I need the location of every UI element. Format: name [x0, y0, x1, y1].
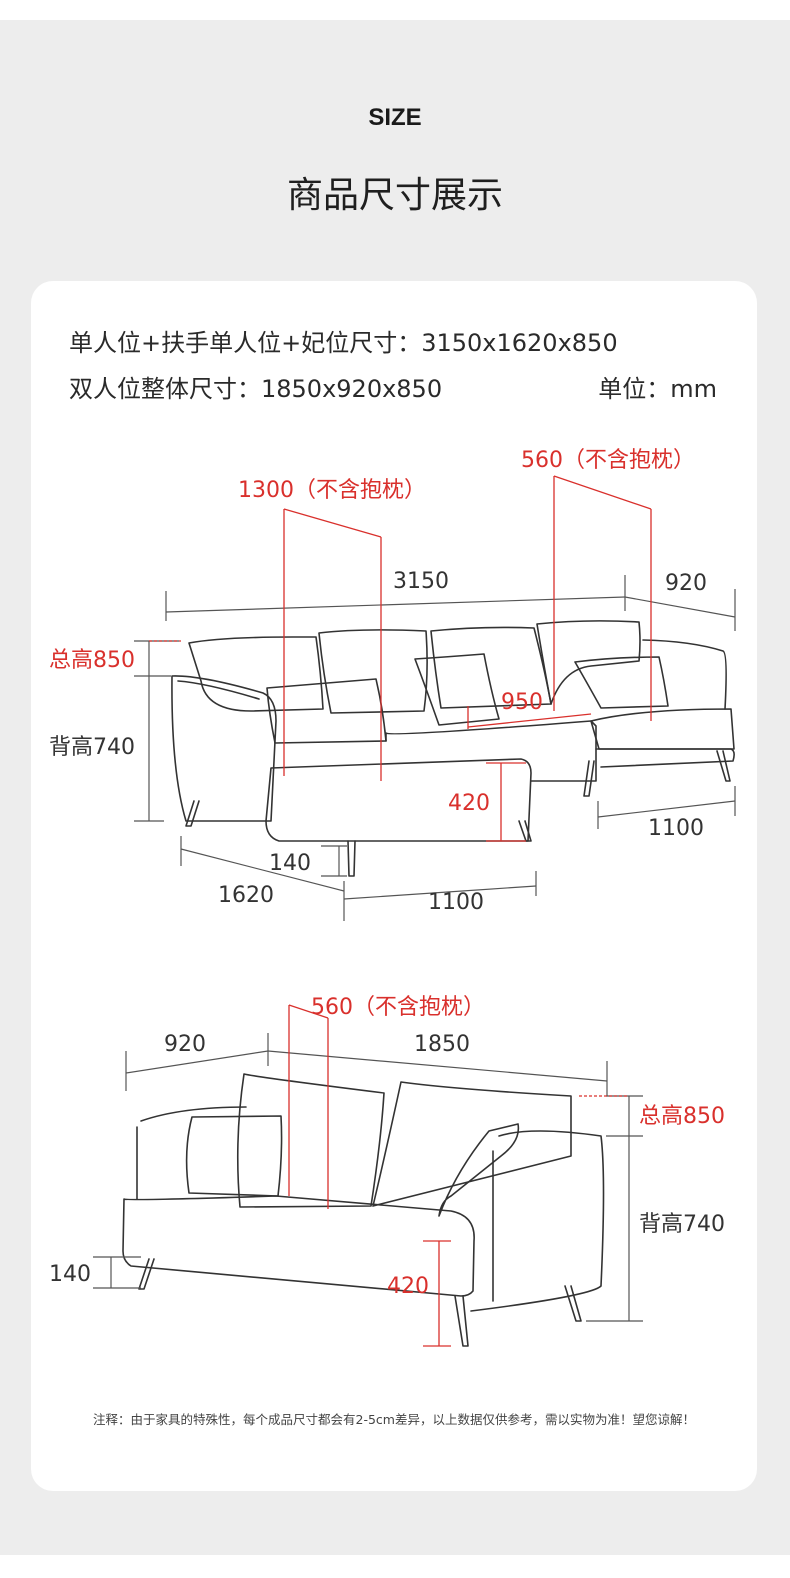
- sectional-sofa-drawing: [171, 620, 735, 877]
- label-total-length: 3150: [393, 569, 449, 594]
- footnote: 注释：由于家具的特殊性，每个成品尺寸都会有2-5cm差异，以上数据仅供参考，需以…: [93, 1412, 695, 1427]
- label-bottom-leg-height: 140: [49, 1262, 91, 1287]
- label-right-depth: 920: [665, 571, 707, 596]
- label-leg-height: 140: [269, 851, 311, 876]
- label-right-width: 1100: [648, 816, 704, 841]
- label-seat-depth: 1300（不含抱枕）: [238, 478, 426, 503]
- label-seat-height: 420: [448, 791, 490, 816]
- label-total-height: 总高850: [49, 648, 135, 673]
- label-bottom-back-height: 背高740: [639, 1212, 725, 1237]
- label-back-height: 背高740: [49, 735, 135, 760]
- section-eyebrow: SIZE: [368, 104, 422, 131]
- label-chaise-depth: 1620: [218, 883, 274, 908]
- label-seat-depth-right: 560（不含抱枕）: [521, 448, 695, 473]
- spec-loveseat-size: 双人位整体尺寸：1850x920x850: [69, 375, 443, 403]
- loveseat-drawing: [122, 1073, 605, 1347]
- label-inner-950: 950: [501, 690, 543, 715]
- label-bottom-seat-height: 420: [387, 1274, 429, 1299]
- unit-label: 单位：mm: [598, 375, 717, 403]
- label-bottom-total-height: 总高850: [639, 1104, 725, 1129]
- spec-sectional-size: 单人位+扶手单人位+妃位尺寸：3150x1620x850: [69, 329, 618, 357]
- dimension-diagrams: 1300（不含抱枕） 560（不含抱枕） 3150 920 总高850 背高74…: [49, 448, 736, 1347]
- label-chaise-width: 1100: [428, 890, 484, 915]
- label-bottom-length: 1850: [414, 1032, 470, 1057]
- page-title: 商品尺寸展示: [286, 175, 503, 216]
- label-bottom-seat-depth: 560（不含抱枕）: [311, 995, 485, 1020]
- size-card: 单人位+扶手单人位+妃位尺寸：3150x1620x850 双人位整体尺寸：185…: [31, 281, 757, 1491]
- label-bottom-depth: 920: [164, 1032, 206, 1057]
